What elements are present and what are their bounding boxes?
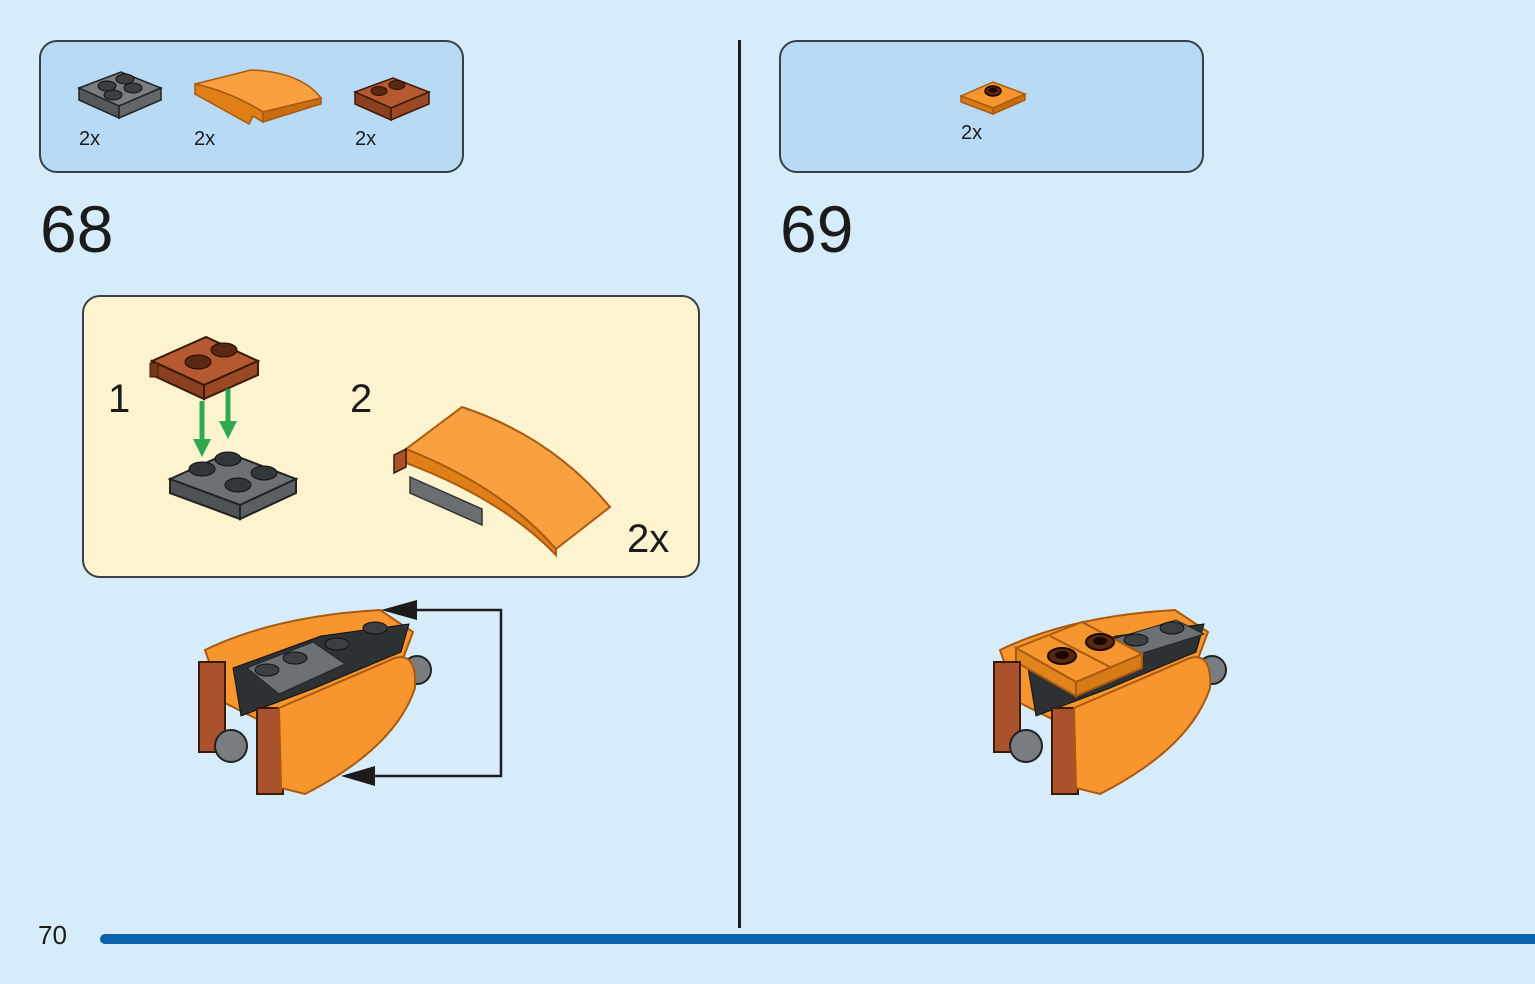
arrow-left-icon: [381, 600, 417, 620]
brown-plate-2x2-icon: [353, 77, 431, 122]
page-number: 70: [38, 920, 67, 950]
parts-callout-step-68: 2x 2x 2x: [39, 40, 464, 173]
page-footer-bar: [100, 934, 1535, 944]
step-number-68: 68: [40, 192, 114, 266]
part-qty: 2x: [355, 128, 377, 150]
part-qty: 2x: [194, 128, 216, 150]
arrow-left-icon: [341, 766, 375, 786]
sub-step-2-illustration: [393, 405, 612, 558]
sub-step-1-illustration: [149, 335, 299, 521]
model-step-69: [993, 608, 1227, 796]
sub-assembly-multiplier: 2x: [627, 517, 670, 561]
part-qty: 2x: [961, 122, 983, 144]
sub-assembly-callout: 1 2 2x: [82, 295, 700, 578]
gray-plate-2x2-icon: [77, 71, 163, 120]
part-qty: 2x: [79, 128, 101, 150]
sub-step-number-2: 2: [350, 377, 373, 421]
parts-callout-step-69: 2x: [779, 40, 1204, 173]
step-number-69: 69: [780, 192, 854, 266]
model-step-68: [198, 600, 503, 796]
orange-jumper-plate-icon: [959, 81, 1027, 116]
sub-step-number-1: 1: [108, 377, 131, 421]
orange-curved-slope-icon: [194, 69, 323, 126]
step-divider: [738, 40, 741, 928]
